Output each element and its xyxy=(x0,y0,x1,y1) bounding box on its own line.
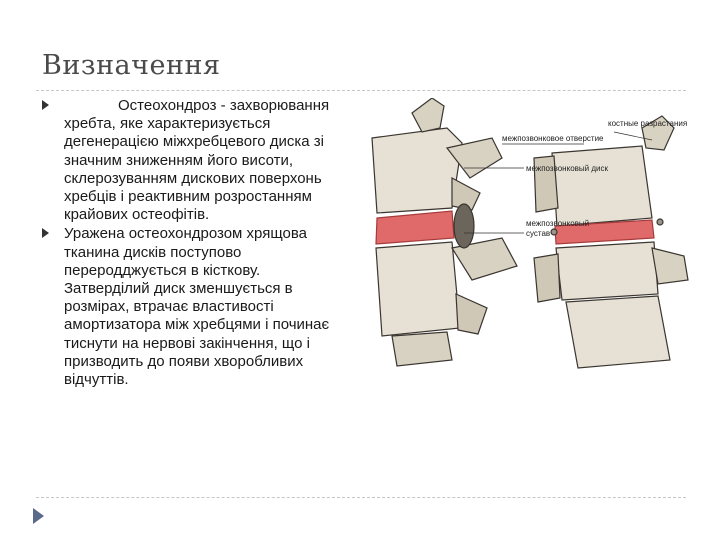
play-triangle-icon[interactable] xyxy=(33,508,44,524)
label-foramen: межпозвонковое отверстие xyxy=(502,134,604,143)
degenerated-spine-drawing xyxy=(533,115,689,369)
bullet-text: Остеохондроз - захворювання хребта, яке … xyxy=(64,97,330,224)
title-divider xyxy=(36,90,686,91)
bullet-item: Уражена остеохондрозом хрящова тканина д… xyxy=(42,225,348,389)
bullet-item: Остеохондроз - захворювання хребта, яке … xyxy=(42,97,348,224)
label-osteophytes: костные разрастания xyxy=(608,119,687,128)
bullet-text: Уражена остеохондрозом хрящова тканина д… xyxy=(64,225,330,389)
label-joint-line1: межпозвонковый xyxy=(526,219,589,228)
bullet-triangle-icon xyxy=(42,100,49,110)
label-joint-line2: сустав xyxy=(526,229,550,238)
footer-divider xyxy=(36,497,686,498)
slide-body: Остеохондроз - захворювання хребта, яке … xyxy=(42,97,348,390)
healthy-spine-drawing xyxy=(371,98,518,367)
spine-illustration: межпозвонковое отверстие костные разраст… xyxy=(371,98,689,369)
label-disc: межпозвонковый диск xyxy=(526,164,608,173)
bullet-triangle-icon xyxy=(42,228,49,239)
slide-title: Визначення xyxy=(42,50,221,81)
